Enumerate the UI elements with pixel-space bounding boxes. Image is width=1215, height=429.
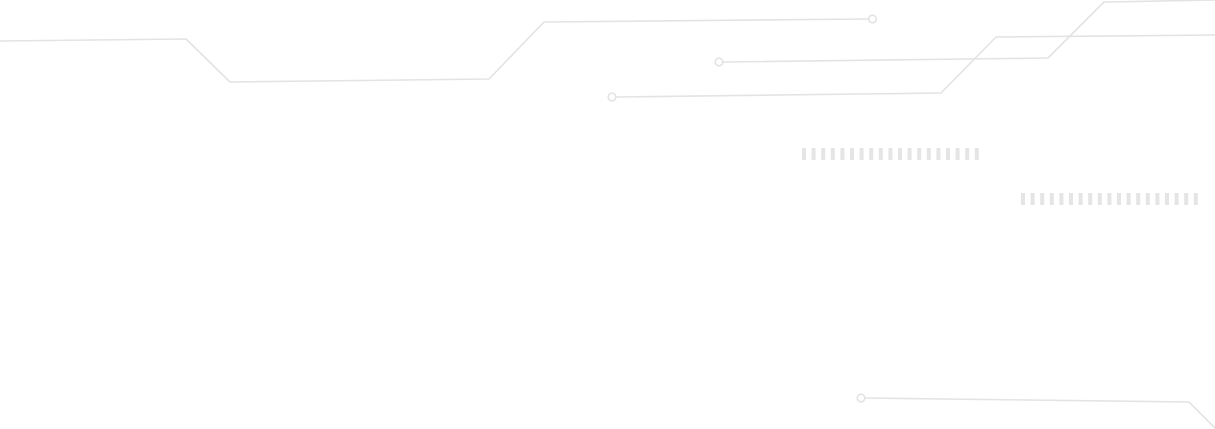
circuit-node <box>607 92 617 102</box>
dash-segment <box>926 148 931 160</box>
dash-segment <box>1145 193 1150 205</box>
dash-segment <box>1136 193 1141 205</box>
dash-segment <box>965 148 970 160</box>
dash-segment <box>811 148 816 160</box>
dash-segment <box>859 148 864 160</box>
dash-segment <box>955 148 960 160</box>
dash-segment <box>1059 193 1064 205</box>
dash-segment <box>869 148 874 160</box>
circuit-node <box>714 57 724 67</box>
dash-segment <box>1078 193 1083 205</box>
circuit-trace <box>0 18 869 83</box>
dash-segment <box>1155 193 1160 205</box>
circuit-trace <box>722 0 1215 63</box>
dash-segment <box>1193 193 1198 205</box>
dash-segment <box>840 148 845 160</box>
dash-segment <box>802 148 806 160</box>
dash-segment <box>1174 193 1179 205</box>
circuit-node <box>867 14 878 24</box>
dash-segment <box>917 148 922 160</box>
dash-segment <box>888 148 893 160</box>
dash-segment <box>1021 193 1025 205</box>
dash-segment <box>1184 193 1189 205</box>
dash-segment <box>936 148 941 160</box>
dash-segment <box>1107 193 1112 205</box>
dash-segment <box>898 148 902 160</box>
dash-segment <box>1069 193 1073 205</box>
dash-segment <box>1117 193 1121 205</box>
dash-segment <box>1097 193 1102 205</box>
dash-segment <box>1040 193 1045 205</box>
dash-segment <box>1088 193 1093 205</box>
dash-segment <box>1049 193 1054 205</box>
circuit-node <box>856 393 866 403</box>
dash-segment <box>1165 193 1169 205</box>
circuit-trace <box>864 397 1215 429</box>
dash-segment <box>1030 193 1035 205</box>
dash-segment <box>907 148 912 160</box>
dash-segment <box>878 148 883 160</box>
dash-segment <box>850 148 854 160</box>
dash-segment <box>830 148 835 160</box>
dash-segment <box>821 148 826 160</box>
dash-segment <box>1126 193 1131 205</box>
dash-segment <box>974 148 979 160</box>
dash-segment <box>946 148 950 160</box>
circuit-trace <box>615 34 1215 98</box>
